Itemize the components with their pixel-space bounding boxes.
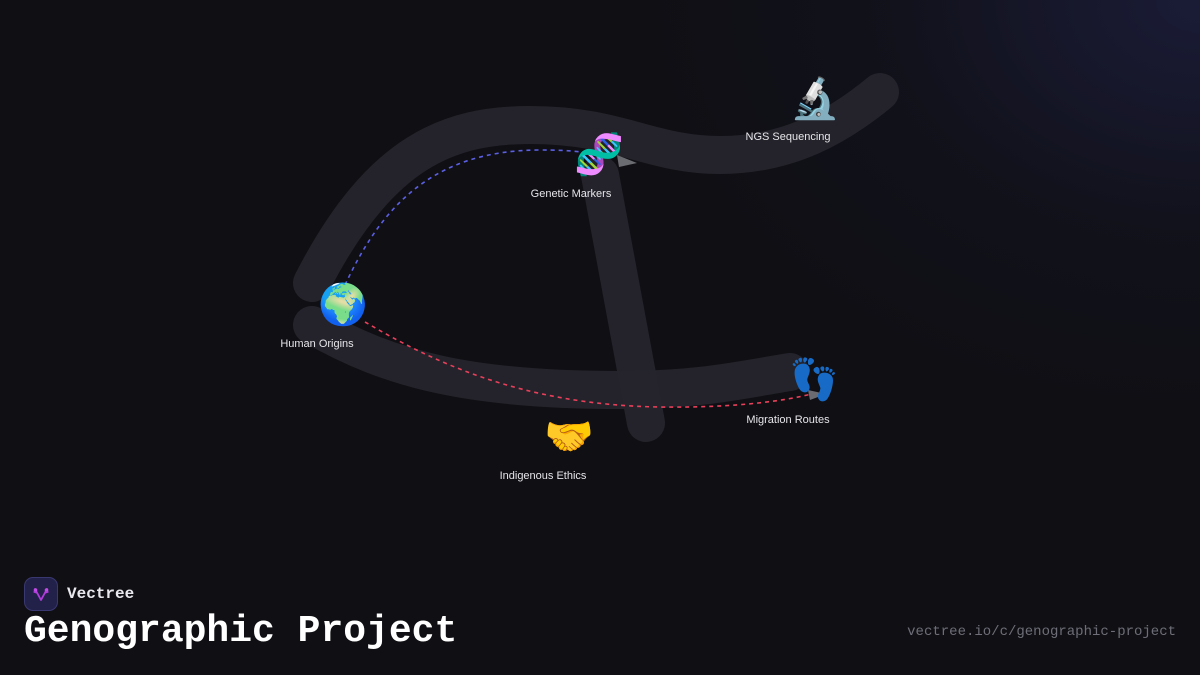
brand: Vectree — [24, 577, 134, 611]
node-indigenous-ethics[interactable]: 🤝 — [544, 417, 594, 457]
dna-icon: 🧬 — [574, 132, 624, 178]
node-label-ngs-sequencing: NGS Sequencing — [745, 131, 831, 143]
vectree-logo-icon — [24, 577, 58, 611]
node-label-genetic-markers: Genetic Markers — [530, 188, 612, 200]
node-human-origins[interactable]: 🌍 — [318, 285, 368, 325]
node-label-indigenous-ethics: Indigenous Ethics — [499, 470, 587, 482]
microscope-icon: 🔬 — [790, 76, 840, 122]
node-label-migration-routes: Migration Routes — [746, 414, 830, 426]
page-url[interactable]: vectree.io/c/genographic-project — [907, 624, 1176, 640]
track-2 — [581, 156, 665, 442]
arrowhead-icon — [808, 390, 826, 400]
edge-human-origins-to-genetic-markers[interactable] — [344, 149, 601, 286]
node-label-human-origins: Human Origins — [280, 338, 354, 350]
node-ngs-sequencing[interactable]: 🔬 — [790, 79, 840, 119]
node-genetic-markers[interactable]: 🧬 — [574, 135, 624, 175]
globe-africa-icon: 🌍 — [318, 282, 368, 328]
page-title: Genographic Project — [24, 610, 458, 653]
handshake-icon: 🤝 — [544, 414, 594, 460]
arrowhead-icon — [617, 155, 637, 167]
node-migration-routes[interactable]: 👣 — [789, 360, 839, 400]
track-1 — [293, 306, 809, 410]
track-0 — [293, 73, 899, 302]
brand-name: Vectree — [67, 585, 135, 603]
edge-human-origins-to-migration-routes[interactable] — [364, 321, 816, 408]
footprints-icon: 👣 — [789, 357, 839, 403]
